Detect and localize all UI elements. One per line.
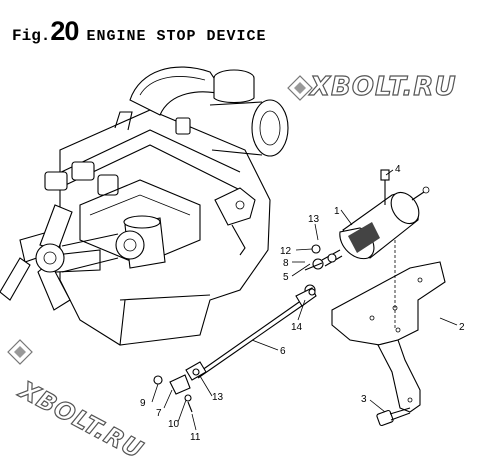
callout-labels: 1 2 3 4 5 6 7 8 9 10 11 12 13 13 14 [140, 164, 465, 443]
watermark-logo-icon-top [287, 75, 313, 101]
exploded-view-drawing: 1 2 3 4 5 6 7 8 9 10 11 12 13 13 14 [0, 66, 465, 443]
lower-link-assembly [153, 368, 200, 413]
figure-prefix: Fig. [12, 27, 51, 45]
diagram-canvas: Fig.20 ENGINE STOP DEVICE [0, 16, 465, 465]
callout-1: 1 [334, 206, 340, 217]
callout-9: 9 [140, 398, 146, 409]
callout-11: 11 [190, 432, 201, 443]
callout-14: 14 [291, 322, 303, 333]
callout-13-upper: 13 [308, 214, 320, 225]
callout-4: 4 [395, 164, 401, 175]
callout-13-lower: 13 [212, 392, 224, 403]
stop-solenoid [321, 169, 430, 267]
callout-6: 6 [280, 346, 286, 357]
watermark-logo-icon-bottom [7, 339, 33, 365]
callout-12: 12 [280, 246, 292, 257]
callout-5: 5 [283, 272, 289, 283]
callout-8: 8 [283, 258, 289, 269]
figure-title: Fig.20 ENGINE STOP DEVICE [12, 16, 266, 47]
callout-10: 10 [168, 419, 180, 430]
solenoid-link [304, 244, 337, 296]
callout-7: 7 [156, 408, 162, 419]
callout-3: 3 [361, 394, 367, 405]
watermark-top: XBOLT.RU [309, 71, 457, 102]
leader-lines [151, 169, 458, 431]
figure-name: ENGINE STOP DEVICE [86, 28, 267, 45]
cooling-fan [0, 204, 101, 311]
callout-2: 2 [459, 322, 465, 333]
engine-assembly [0, 66, 289, 346]
bolt-3 [376, 407, 411, 427]
mounting-bracket [331, 240, 446, 413]
figure-number: 20 [50, 16, 79, 46]
